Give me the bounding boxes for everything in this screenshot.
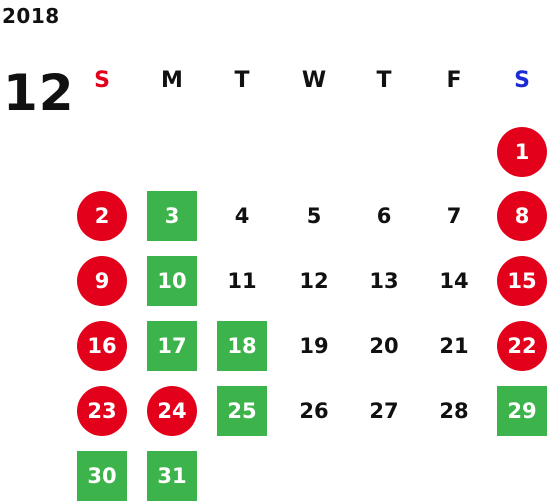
day-cell-11: 11 [227, 269, 257, 293]
day-cell-8: 8 [497, 191, 547, 241]
day-cell-9: 9 [77, 256, 127, 306]
day-cell-17: 17 [147, 321, 197, 371]
day-cell-1: 1 [497, 127, 547, 177]
weekday-fri: F [446, 68, 462, 93]
day-cell-22: 22 [497, 321, 547, 371]
day-cell-27: 27 [369, 399, 399, 423]
day-cell-29: 29 [497, 386, 547, 436]
day-cell-25: 25 [217, 386, 267, 436]
day-cell-23: 23 [77, 386, 127, 436]
day-cell-4: 4 [234, 204, 250, 228]
weekday-sun: S [94, 68, 110, 93]
day-cell-15: 15 [497, 256, 547, 306]
day-cell-21: 21 [439, 334, 469, 358]
day-cell-3: 3 [147, 191, 197, 241]
weekday-mon: M [161, 68, 183, 93]
day-cell-6: 6 [376, 204, 392, 228]
day-cell-24: 24 [147, 386, 197, 436]
day-cell-31: 31 [147, 451, 197, 501]
day-cell-2: 2 [77, 191, 127, 241]
day-cell-28: 28 [439, 399, 469, 423]
day-cell-19: 19 [299, 334, 329, 358]
calendar-month: 12 [3, 64, 75, 122]
day-cell-10: 10 [147, 256, 197, 306]
day-cell-13: 13 [369, 269, 399, 293]
weekday-sat: S [514, 68, 530, 93]
day-cell-18: 18 [217, 321, 267, 371]
weekday-tue: T [234, 68, 250, 93]
day-cell-5: 5 [306, 204, 322, 228]
day-cell-12: 12 [299, 269, 329, 293]
day-cell-30: 30 [77, 451, 127, 501]
day-cell-14: 14 [439, 269, 469, 293]
day-cell-26: 26 [299, 399, 329, 423]
weekday-wed: W [301, 68, 327, 93]
day-cell-20: 20 [369, 334, 399, 358]
day-cell-7: 7 [446, 204, 462, 228]
weekday-thu: T [376, 68, 392, 93]
calendar-year: 2018 [2, 4, 60, 28]
day-cell-16: 16 [77, 321, 127, 371]
